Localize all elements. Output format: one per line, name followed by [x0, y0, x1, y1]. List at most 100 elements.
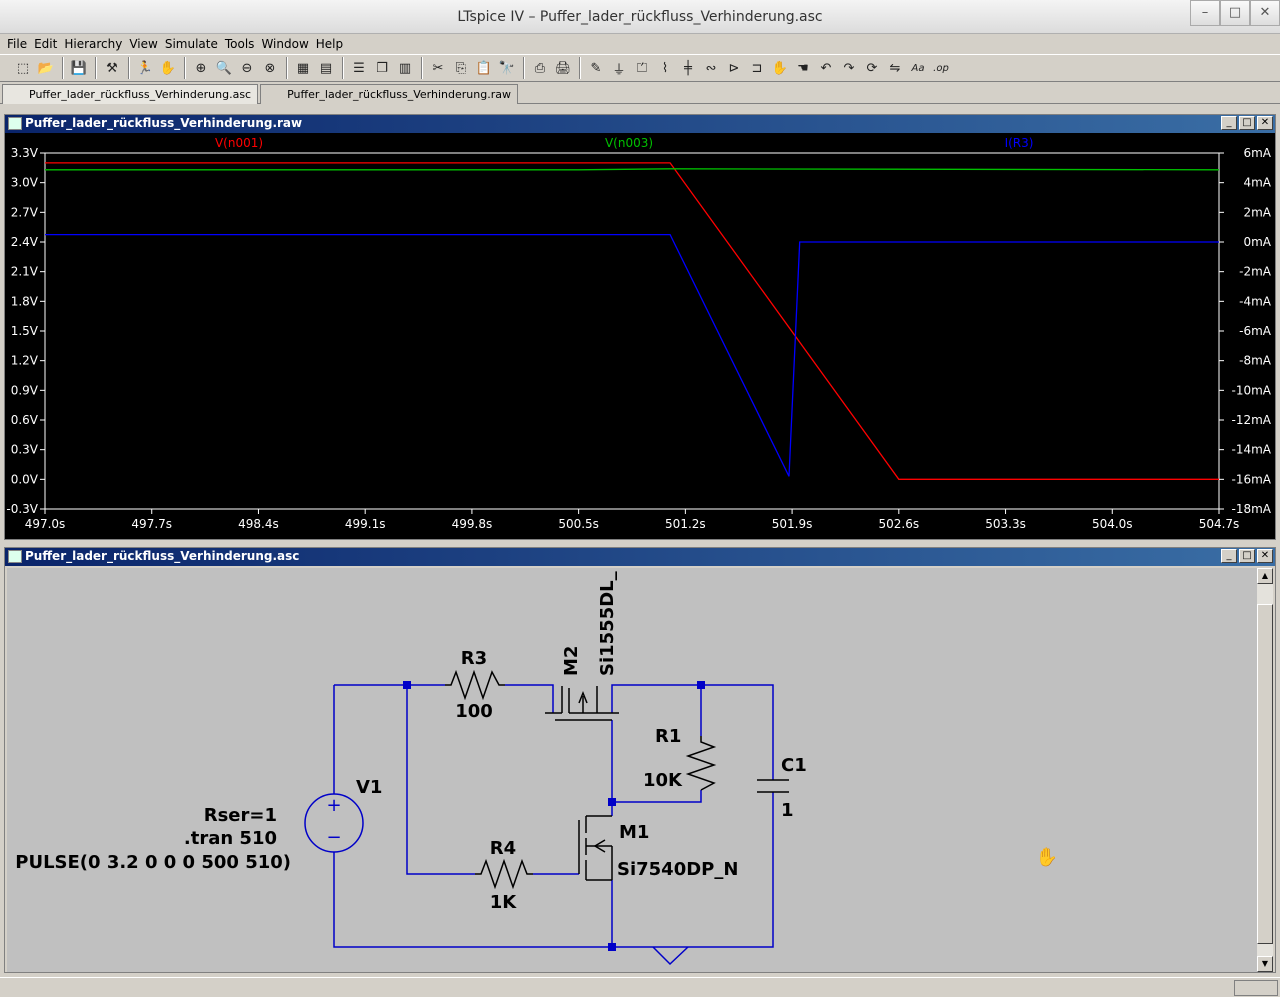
scroll-thumb[interactable] [1257, 604, 1273, 944]
copy-icon[interactable]: ⎘ [455, 60, 467, 76]
wire[interactable] [505, 684, 554, 713]
tile-horizontal-icon[interactable]: ☰ [353, 60, 365, 76]
m1-mosfet[interactable] [578, 815, 613, 881]
print-setup-icon[interactable]: ⎙ [534, 60, 546, 76]
zoom-pan-icon[interactable]: 🔍 [215, 60, 233, 76]
dim-icon[interactable]: ▤ [319, 60, 333, 76]
spice-directive-icon[interactable]: .op [933, 62, 949, 74]
menu-view[interactable]: View [129, 37, 158, 51]
y-right-tick-label: -12mA [1232, 413, 1272, 427]
halt-icon[interactable]: ✋ [159, 60, 177, 76]
y-right-tick-label: -4mA [1239, 294, 1272, 308]
paste-icon[interactable]: 📋 [475, 60, 493, 76]
control-panel-icon[interactable]: ⚒ [106, 60, 118, 76]
run-icon[interactable]: 🏃 [136, 60, 154, 76]
r3-resistor[interactable] [445, 669, 505, 701]
menu-tools[interactable]: Tools [224, 37, 255, 51]
undo-icon[interactable]: ↶ [820, 60, 832, 76]
hand-cursor-icon: ✋ [1036, 846, 1058, 868]
capacitor-icon[interactable]: ╪ [684, 60, 692, 76]
tran-directive[interactable]: .tran 510 [184, 828, 277, 849]
schematic-minimize-button[interactable]: _ [1221, 549, 1237, 563]
tab-schematic[interactable]: Puffer_lader_rückfluss_Verhinderung.asc [2, 84, 259, 104]
menu-help[interactable]: Help [315, 37, 344, 51]
drag-icon[interactable]: ☚ [797, 60, 809, 76]
component-icon[interactable]: ⊐ [751, 60, 763, 76]
y-left-tick-label: 3.0V [11, 176, 39, 190]
rotate-icon[interactable]: ⟳ [866, 60, 878, 76]
v1-pulse: PULSE(0 3.2 0 0 0 500 510) [15, 852, 291, 873]
ground-symbol[interactable] [652, 946, 689, 966]
tab-waveform[interactable]: Puffer_lader_rückfluss_Verhinderung.raw [260, 84, 518, 104]
ground-icon[interactable]: ⏚ [612, 62, 626, 78]
label-icon[interactable]: ⏍ [637, 60, 647, 76]
cascade-icon[interactable]: ❐ [376, 60, 388, 76]
v1-source[interactable] [304, 793, 364, 853]
menu-file[interactable]: File [7, 37, 28, 51]
toolbar-separator [523, 57, 525, 79]
redo-icon[interactable]: ↷ [843, 60, 855, 76]
cut-icon[interactable]: ✂ [432, 60, 444, 76]
menu-edit[interactable]: Edit [34, 37, 58, 51]
y-left-tick-label: 1.8V [11, 294, 39, 308]
mirror-icon[interactable]: ⇋ [889, 60, 901, 76]
tile-vertical-icon[interactable]: ▥ [398, 60, 412, 76]
schematic-drawing[interactable]: + − R3 100 M2 Si1555DL_ R1 10K C1 1 V1 R… [7, 568, 1257, 972]
autorange-icon[interactable]: ▦ [296, 60, 310, 76]
r4-resistor[interactable] [475, 858, 533, 890]
zoom-out-icon[interactable]: ⊖ [241, 60, 253, 76]
menu-window[interactable]: Window [261, 37, 309, 51]
menu-hierarchy[interactable]: Hierarchy [64, 37, 123, 51]
r1-resistor[interactable] [685, 736, 717, 791]
y-right-tick-label: 4mA [1243, 176, 1271, 190]
waveform-maximize-button[interactable]: □ [1239, 116, 1255, 130]
vertical-scrollbar[interactable]: ▲ ▼ [1257, 568, 1273, 972]
inductor-icon[interactable]: ∾ [705, 60, 717, 76]
x-tick-label: 502.6s [879, 517, 920, 531]
move-icon[interactable]: ✋ [771, 60, 789, 76]
zoom-cancel-icon[interactable]: ⊗ [264, 60, 276, 76]
m2-mosfet[interactable] [545, 686, 619, 721]
minimize-button[interactable]: – [1190, 0, 1220, 26]
waveform-close-button[interactable]: ✕ [1257, 116, 1273, 130]
y-left-tick-label: -0.3V [6, 502, 38, 516]
wire[interactable] [333, 792, 774, 948]
resize-grip[interactable] [1234, 980, 1278, 996]
schematic-maximize-button[interactable]: □ [1239, 549, 1255, 563]
x-tick-label: 497.0s [25, 517, 66, 531]
y-left-tick-label: 2.7V [11, 205, 39, 219]
y-right-tick-label: -18mA [1232, 502, 1272, 516]
waveform-minimize-button[interactable]: _ [1221, 116, 1237, 130]
c1-capacitor[interactable] [757, 779, 789, 793]
zoom-in-icon[interactable]: ⊕ [195, 60, 207, 76]
wire-icon[interactable]: ✎ [590, 60, 602, 76]
schematic-close-button[interactable]: ✕ [1257, 549, 1273, 563]
y-right-tick-label: -14mA [1232, 443, 1272, 457]
junction-dot [403, 681, 411, 689]
resistor-icon[interactable]: ⌇ [661, 60, 669, 76]
x-tick-label: 497.7s [131, 517, 172, 531]
scroll-up-icon[interactable]: ▲ [1257, 568, 1273, 584]
menu-simulate[interactable]: Simulate [164, 37, 218, 51]
schematic-canvas[interactable]: + − R3 100 M2 Si1555DL_ R1 10K C1 1 V1 R… [7, 568, 1257, 972]
new-schematic-icon[interactable]: ⬚ [16, 60, 30, 76]
wire[interactable] [611, 684, 774, 780]
plot-frame [44, 152, 1220, 510]
find-icon[interactable]: 🔭 [498, 60, 516, 76]
close-button[interactable]: ✕ [1250, 0, 1280, 26]
text-icon[interactable]: Aa [911, 62, 925, 74]
maximize-button[interactable]: □ [1220, 0, 1250, 26]
scroll-down-icon[interactable]: ▼ [1257, 956, 1273, 972]
wire[interactable] [406, 685, 475, 875]
legend-v-n001-: V(n001) [215, 136, 263, 150]
waveform-plot[interactable]: 3.3V3.0V2.7V2.4V2.1V1.8V1.5V1.2V0.9V0.6V… [5, 133, 1275, 539]
diode-icon[interactable]: ⊳ [728, 60, 740, 76]
y-right-tick-label: -16mA [1232, 472, 1272, 486]
junction-dot [608, 798, 616, 806]
save-icon[interactable]: 💾 [70, 60, 88, 76]
wire[interactable] [612, 790, 702, 803]
print-icon[interactable]: 🖨 [554, 60, 572, 76]
menu-bar: File Edit Hierarchy View Simulate Tools … [0, 34, 1280, 54]
open-icon[interactable]: 📂 [37, 60, 55, 76]
